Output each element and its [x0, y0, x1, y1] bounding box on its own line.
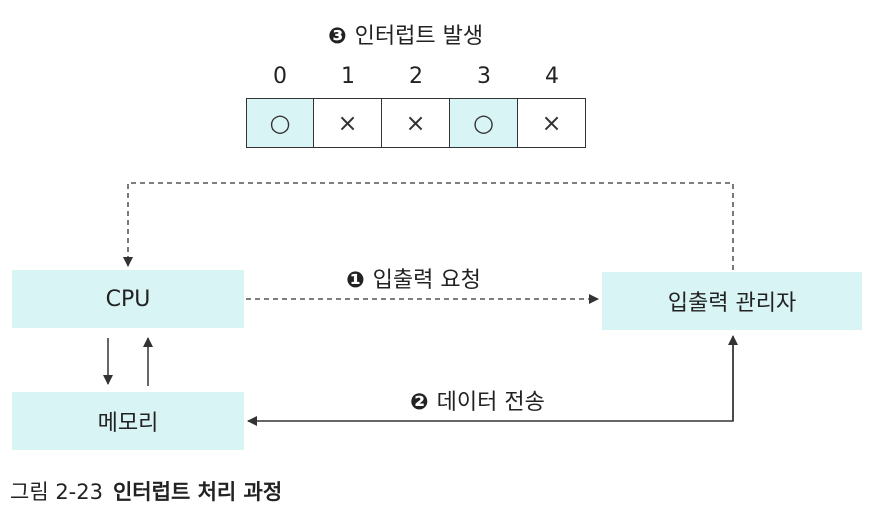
array-index-0: 0 [273, 64, 287, 89]
step1-text: 입출력 요청 [372, 268, 481, 293]
step3-text: 인터럽트 발생 [354, 24, 484, 49]
figure-caption: 그림 2-23 인터럽트 처리 과정 [10, 476, 282, 506]
array-index-3: 3 [477, 64, 491, 89]
figure-title: 인터럽트 처리 과정 [112, 480, 283, 504]
step3-number: ❸ [328, 24, 347, 49]
cpu-node: CPU [12, 270, 244, 328]
figure-number: 그림 2-23 [10, 480, 103, 504]
array-cell-1: × [314, 98, 382, 148]
array-index-4: 4 [545, 64, 559, 89]
io-request-label: ❶ 입출력 요청 [346, 262, 481, 294]
memory-node: 메모리 [12, 392, 244, 450]
step2-text: 데이터 전송 [436, 390, 545, 415]
step1-number: ❶ [346, 268, 365, 293]
data-transfer-label: ❷ 데이터 전송 [410, 384, 545, 416]
array-index-2: 2 [409, 64, 423, 89]
step2-number: ❷ [410, 390, 429, 415]
array-cell-2: × [382, 98, 450, 148]
array-cell-3: ○ [450, 98, 518, 148]
array-index-1: 1 [341, 64, 355, 89]
array-cell-4: × [518, 98, 586, 148]
array-cell-0: ○ [246, 98, 314, 148]
interrupt-dashed-arrow [123, 182, 734, 270]
io-manager-node: 입출력 관리자 [602, 272, 862, 330]
interrupt-label: ❸ 인터럽트 발생 [328, 18, 483, 50]
